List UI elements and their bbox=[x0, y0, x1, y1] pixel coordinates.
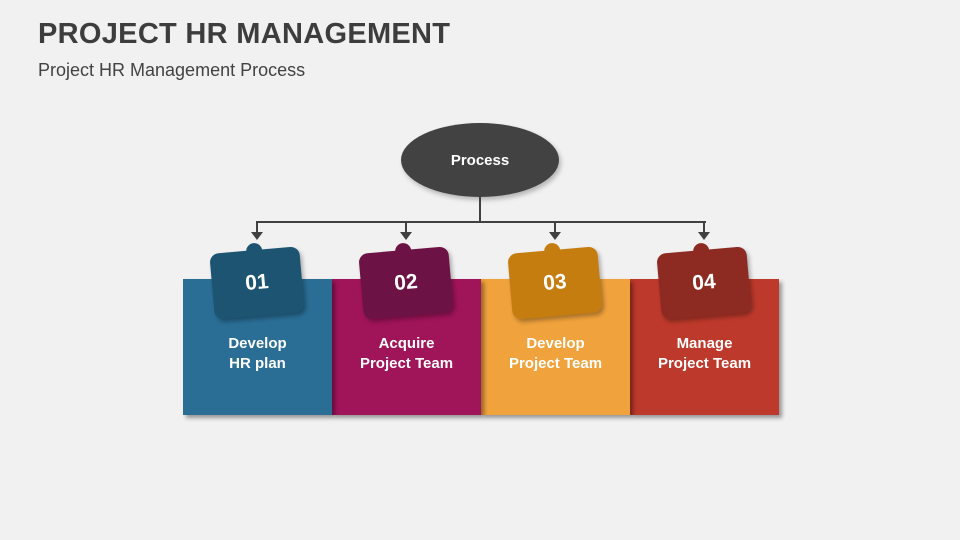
step-number-tab: 02 bbox=[358, 242, 454, 320]
step-number-tab: 01 bbox=[209, 242, 305, 320]
tab-bump bbox=[245, 242, 263, 260]
connector-stem bbox=[479, 196, 481, 223]
connector-horizontal-bar bbox=[256, 221, 706, 223]
step-card: Develop Project Team 03 bbox=[481, 242, 630, 415]
arrow-down-icon bbox=[400, 232, 412, 240]
step-card: Acquire Project Team 02 bbox=[332, 242, 481, 415]
step-label: Acquire Project Team bbox=[332, 334, 481, 374]
step-number: 04 bbox=[691, 270, 717, 295]
step-label: Develop HR plan bbox=[183, 334, 332, 374]
step-label-line1: Acquire bbox=[378, 335, 435, 352]
tab-bump bbox=[692, 242, 710, 260]
process-root-label: Process bbox=[450, 151, 510, 169]
step-number-tab: 04 bbox=[656, 242, 752, 320]
connector-drop-line bbox=[554, 221, 556, 233]
step-card: Develop HR plan 01 bbox=[183, 242, 332, 415]
step-label-line1: Develop bbox=[228, 335, 287, 352]
connector-drop-line bbox=[256, 221, 258, 233]
connector-drop-line bbox=[703, 221, 705, 233]
step-card: Manage Project Team 04 bbox=[630, 242, 779, 415]
slide-subtitle: Project HR Management Process bbox=[38, 60, 306, 80]
step-label-line2: Project Team bbox=[359, 355, 454, 372]
step-number: 03 bbox=[542, 270, 568, 295]
arrow-down-icon bbox=[698, 232, 710, 240]
step-body: Develop Project Team bbox=[481, 279, 630, 415]
step-label-line2: HR plan bbox=[229, 355, 286, 372]
slide-title: PROJECT HR MANAGEMENT bbox=[38, 18, 451, 50]
step-label-line1: Manage bbox=[676, 335, 733, 352]
step-number-tab: 03 bbox=[507, 242, 603, 320]
step-label-line2: Project Team bbox=[657, 355, 752, 372]
arrow-down-icon bbox=[251, 232, 263, 240]
arrow-down-icon bbox=[549, 232, 561, 240]
step-label: Develop Project Team bbox=[481, 334, 630, 374]
step-number: 01 bbox=[244, 270, 270, 295]
tab-bump bbox=[543, 242, 561, 260]
step-number: 02 bbox=[393, 270, 419, 295]
process-root-node: Process bbox=[401, 123, 559, 197]
connector-drop-line bbox=[405, 221, 407, 233]
step-label-line2: Project Team bbox=[508, 355, 603, 372]
tab-bump bbox=[394, 242, 412, 260]
step-label-line1: Develop bbox=[526, 335, 585, 352]
step-label: Manage Project Team bbox=[630, 334, 779, 374]
